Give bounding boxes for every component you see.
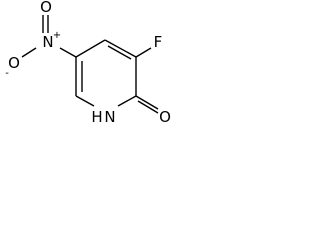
bond-c2-o-2 <box>137 100 159 114</box>
bond-c4-c3-inner <box>107 45 132 60</box>
atom-fluorine: F <box>154 33 163 51</box>
atom-labels: O N + O - F H N O <box>5 0 171 126</box>
bond-c4-c3 <box>104 39 137 58</box>
atom-nitro-o-left: O <box>8 54 20 72</box>
atom-carbonyl-o: O <box>159 108 171 126</box>
atom-nitro-n-charge: + <box>53 30 61 41</box>
bond-c5-n-nitro <box>59 47 77 58</box>
atom-ring-h: H <box>91 108 102 126</box>
atom-nitro-o-top: O <box>40 0 52 16</box>
ring-bonds <box>75 39 137 107</box>
bond-c3-f <box>135 47 152 58</box>
structural-formula: O N + O - F H N O <box>5 0 171 126</box>
bond-n-o-left <box>21 47 37 58</box>
bond-c5-c4 <box>75 39 106 58</box>
bond-n1-c6 <box>75 95 95 107</box>
atom-ring-n: N <box>104 108 115 126</box>
atom-nitro-n: N <box>42 33 53 51</box>
atom-nitro-o-charge: - <box>5 68 9 79</box>
substituent-bonds <box>21 15 159 114</box>
bond-c2-n1 <box>117 95 137 107</box>
bond-c2-o-1 <box>135 95 159 110</box>
